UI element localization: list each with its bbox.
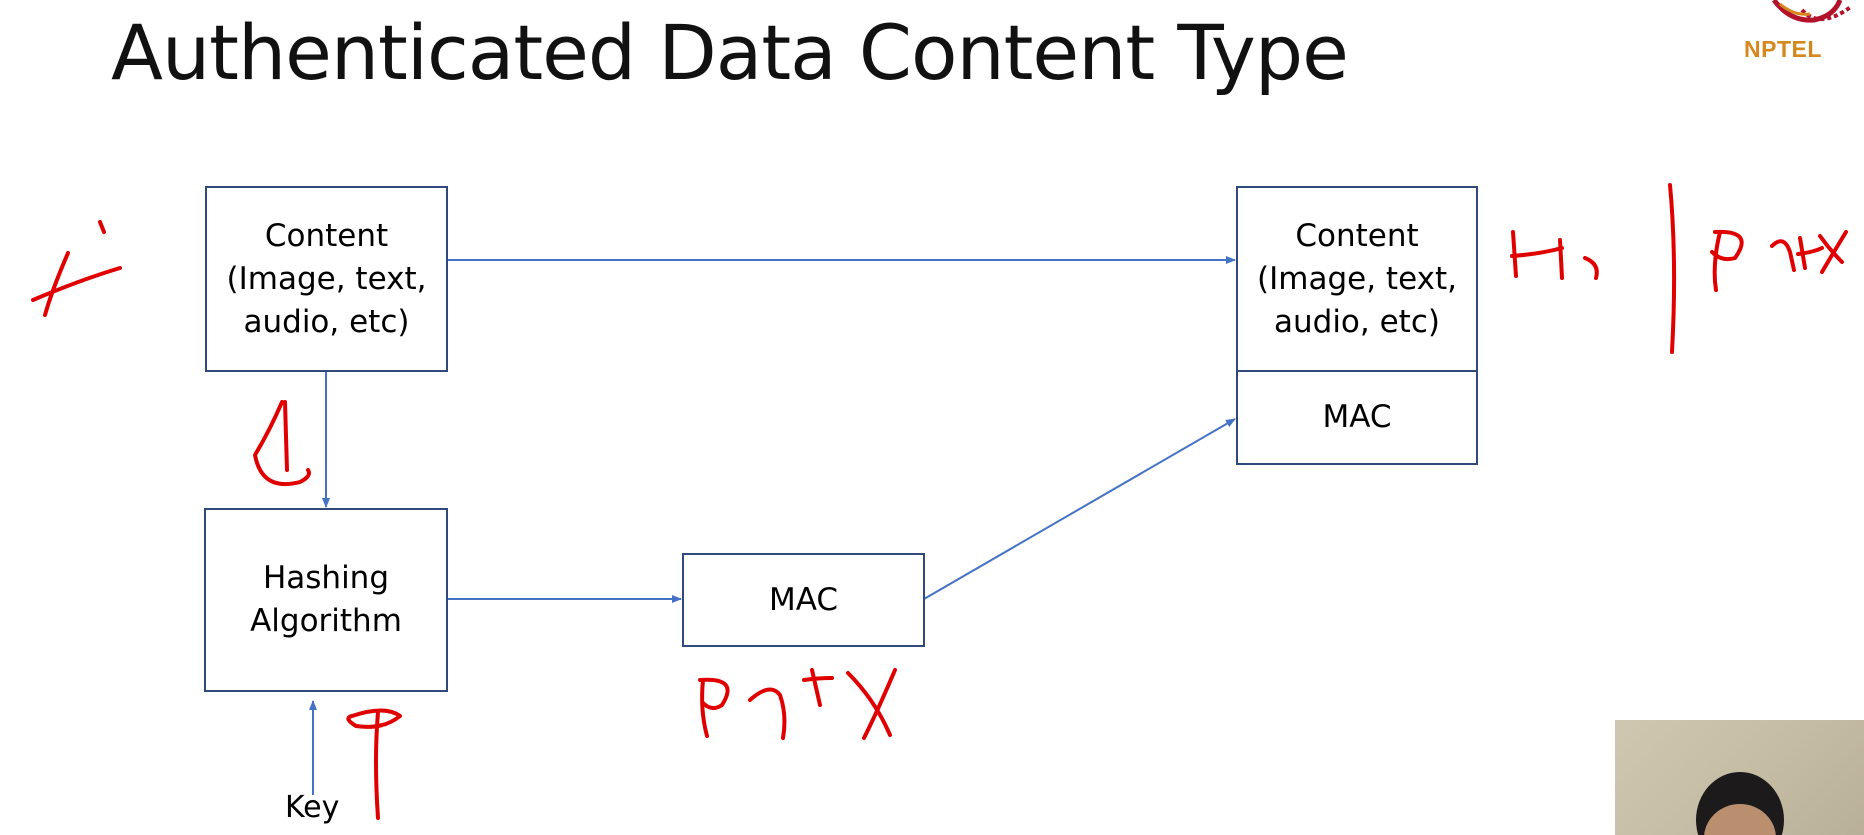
content-box-source: Content (Image, text, audio, etc) bbox=[205, 186, 448, 372]
content-box-destination: Content (Image, text, audio, etc) bbox=[1236, 186, 1478, 372]
key-label: Key bbox=[285, 790, 340, 825]
presenter-video-thumbnail bbox=[1615, 720, 1864, 835]
mac-box-middle: MAC bbox=[682, 553, 925, 647]
presenter-silhouette-icon bbox=[1696, 772, 1784, 835]
nptel-logo-icon bbox=[1771, 0, 1854, 23]
arrow-mac-to-mac bbox=[923, 418, 1236, 600]
slide-title: Authenticated Data Content Type bbox=[111, 8, 1349, 97]
logo-text: NPTEL bbox=[1744, 36, 1822, 62]
hashing-algorithm-box: Hashing Algorithm bbox=[204, 508, 448, 692]
mac-box-destination: MAC bbox=[1236, 370, 1478, 465]
